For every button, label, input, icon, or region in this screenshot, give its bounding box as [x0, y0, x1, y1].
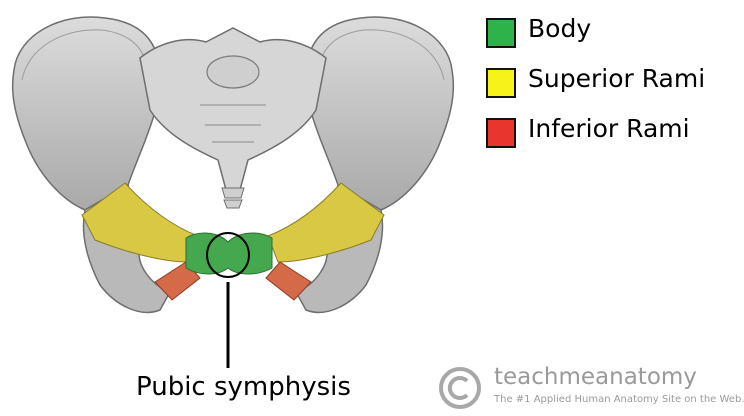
- symphysis-marker: [206, 232, 250, 278]
- pelvis-diagram: Body Superior Rami Inferior Rami Pubic s…: [11, 14, 744, 409]
- right-superior-ramus: [267, 182, 385, 263]
- brand-tagline: The #1 Applied Human Anatomy Site on the…: [494, 394, 744, 405]
- pubic-symphysis-label: Pubic symphysis: [136, 372, 351, 402]
- right-ilium: [305, 16, 455, 211]
- right-inferior-ramus: [265, 261, 312, 301]
- brand-name: teachmeanatomy: [494, 364, 697, 390]
- coccyx: [221, 187, 245, 209]
- legend-label: Superior Rami: [528, 64, 706, 93]
- copyright-icon: [439, 367, 481, 409]
- sacrum: [139, 27, 327, 191]
- body-swatch: [486, 18, 516, 48]
- left-ilium: [11, 16, 161, 211]
- inferior-rami-swatch: [486, 118, 516, 148]
- legend-label: Inferior Rami: [528, 114, 690, 143]
- pubic-body: [185, 232, 273, 275]
- superior-rami-swatch: [486, 68, 516, 98]
- pelvis-illustration: [11, 16, 455, 368]
- legend-label: Body: [528, 14, 592, 43]
- left-inferior-ramus: [154, 261, 201, 301]
